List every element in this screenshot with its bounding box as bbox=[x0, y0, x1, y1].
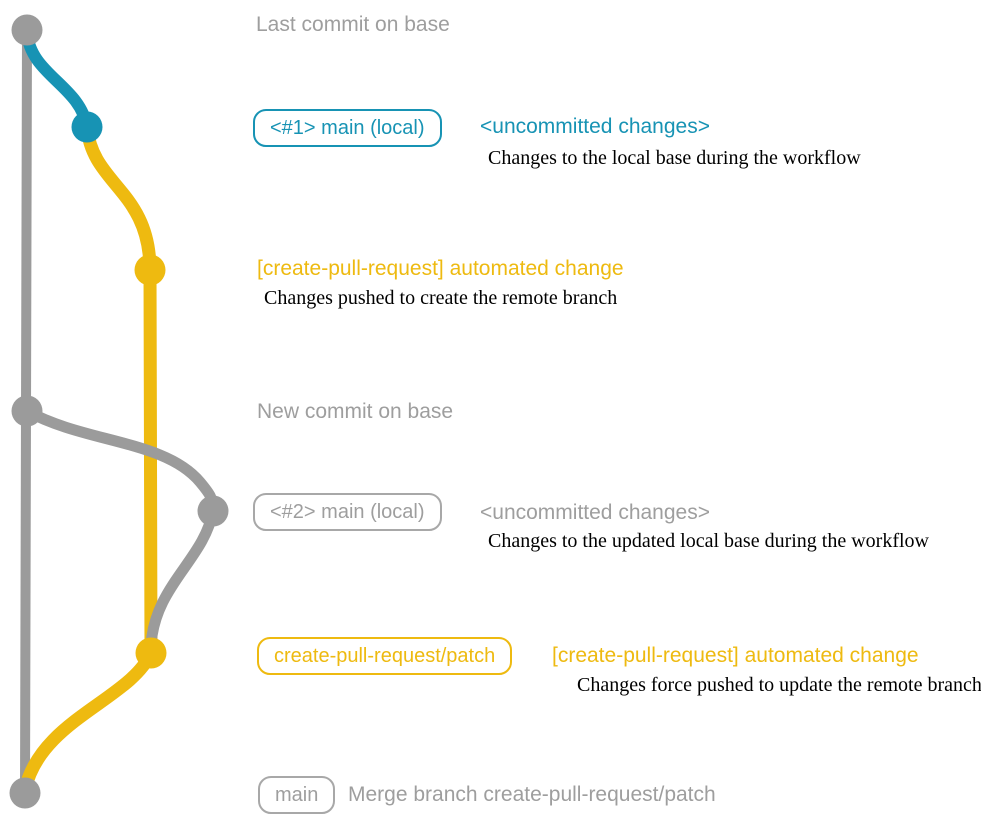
commit-node-main-local-1 bbox=[71, 111, 103, 143]
commit-node-automated-change-2 bbox=[135, 637, 167, 669]
commit-node-last-base bbox=[11, 14, 43, 46]
description-updated-local-base: Changes to the updated local base during… bbox=[488, 530, 929, 552]
description-force-pushed: Changes force pushed to update the remot… bbox=[577, 674, 981, 696]
commit-node-automated-change-1 bbox=[134, 254, 166, 286]
merge-to-base-line bbox=[18, 646, 158, 797]
heading-automated-change-2: [create-pull-request] automated change bbox=[552, 644, 919, 667]
commit-node-merge bbox=[9, 777, 41, 809]
uncommitted-changes-line-1 bbox=[21, 26, 93, 133]
rebase-to-patch-line bbox=[145, 505, 219, 651]
caption-new-commit-on-base: New commit on base bbox=[257, 400, 454, 423]
heading-automated-change-1: [create-pull-request] automated change bbox=[257, 257, 624, 280]
heading-uncommitted-changes-2: <uncommitted changes> bbox=[480, 501, 710, 524]
commit-node-new-base bbox=[11, 395, 43, 427]
create-pull-request-branch-line bbox=[80, 120, 158, 660]
commit-node-main-local-2 bbox=[197, 495, 229, 527]
uncommitted-changes-line-2 bbox=[21, 405, 219, 517]
description-local-base: Changes to the local base during the wor… bbox=[488, 147, 861, 169]
branch-label-patch: create-pull-request/patch bbox=[257, 637, 513, 675]
branch-label-main: main bbox=[258, 776, 336, 814]
heading-uncommitted-changes-1: <uncommitted changes> bbox=[480, 115, 710, 138]
caption-last-commit-on-base: Last commit on base bbox=[256, 13, 450, 36]
description-pushed-create: Changes pushed to create the remote bran… bbox=[264, 287, 618, 309]
branch-label-main-local-2: <#2> main (local) bbox=[253, 493, 442, 531]
caption-merge-branch: Merge branch create-pull-request/patch bbox=[348, 783, 716, 806]
branch-label-main-local-1: <#1> main (local) bbox=[253, 109, 442, 147]
